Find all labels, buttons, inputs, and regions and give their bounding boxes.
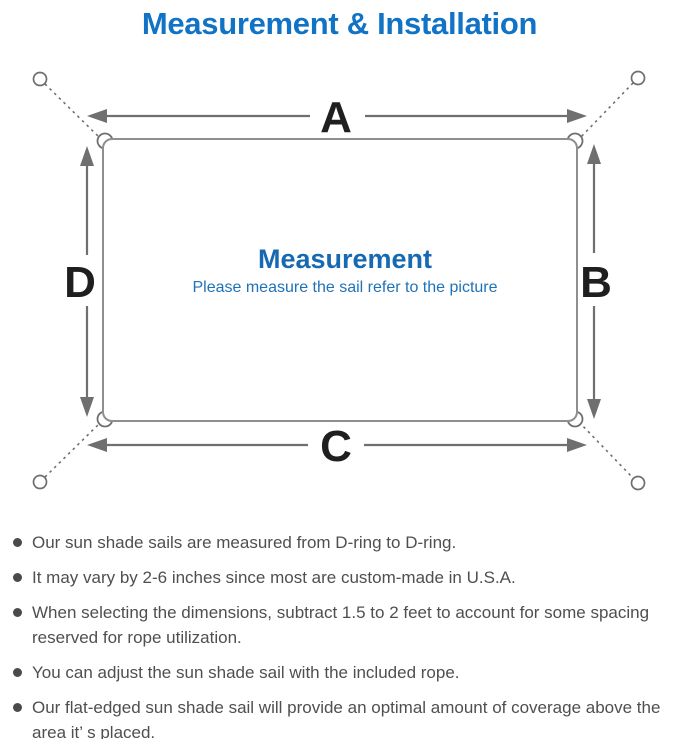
dimension-label-b: B [580,258,612,307]
arrowhead-up-icon [80,146,94,166]
note-text: It may vary by 2-6 inches since most are… [32,568,516,587]
anchor-point-icon-top-left [32,71,48,87]
dimension-label-a: A [320,93,352,142]
arrowhead-down-icon [80,397,94,417]
note-item: When selecting the dimensions, subtract … [13,600,673,650]
note-text: Our sun shade sails are measured from D-… [32,533,457,552]
arrowhead-left-icon [87,438,107,452]
note-text: Our flat-edged sun shade sail will provi… [32,698,661,739]
dimension-arrow-c: C [87,422,587,471]
measurement-diagram: A B C [0,56,679,520]
note-item: It may vary by 2-6 inches since most are… [13,565,673,590]
dimension-label-c: C [320,422,352,471]
arrowhead-right-icon [567,109,587,123]
note-text: When selecting the dimensions, subtract … [32,603,650,647]
rope-line-bottom-left [44,421,102,478]
arrowhead-down-icon [587,399,601,419]
arrowhead-up-icon [587,144,601,164]
rope-line-top-left [44,83,102,140]
bullet-icon [13,608,22,617]
arrowhead-left-icon [87,109,107,123]
dimension-arrow-a: A [87,93,587,142]
dimension-arrow-b: B [580,144,612,419]
notes-list: Our sun shade sails are measured from D-… [0,520,679,739]
note-text: You can adjust the sun shade sail with t… [32,663,460,682]
anchor-point-icon-bottom-left [32,474,48,490]
bullet-icon [13,573,22,582]
arrowhead-right-icon [567,438,587,452]
dimension-label-d: D [64,258,96,307]
note-item: Our flat-edged sun shade sail will provi… [13,695,673,739]
diagram-subtitle: Please measure the sail refer to the pic… [192,279,497,296]
bullet-icon [13,538,22,547]
rope-line-bottom-right [578,421,634,479]
bullet-icon [13,668,22,677]
dimension-arrow-d: D [64,146,96,417]
sail-outline [102,138,578,422]
bullet-icon [13,703,22,712]
note-item: You can adjust the sun shade sail with t… [13,660,673,685]
anchor-point-icon-top-right [630,70,646,86]
note-item: Our sun shade sails are measured from D-… [13,530,673,555]
diagram-heading: Measurement [258,244,432,274]
page-title: Measurement & Installation [141,6,538,41]
anchor-point-icon-bottom-right [630,475,646,491]
sail-diagram-canvas: A B C [32,70,646,491]
rope-line-top-right [578,82,634,140]
